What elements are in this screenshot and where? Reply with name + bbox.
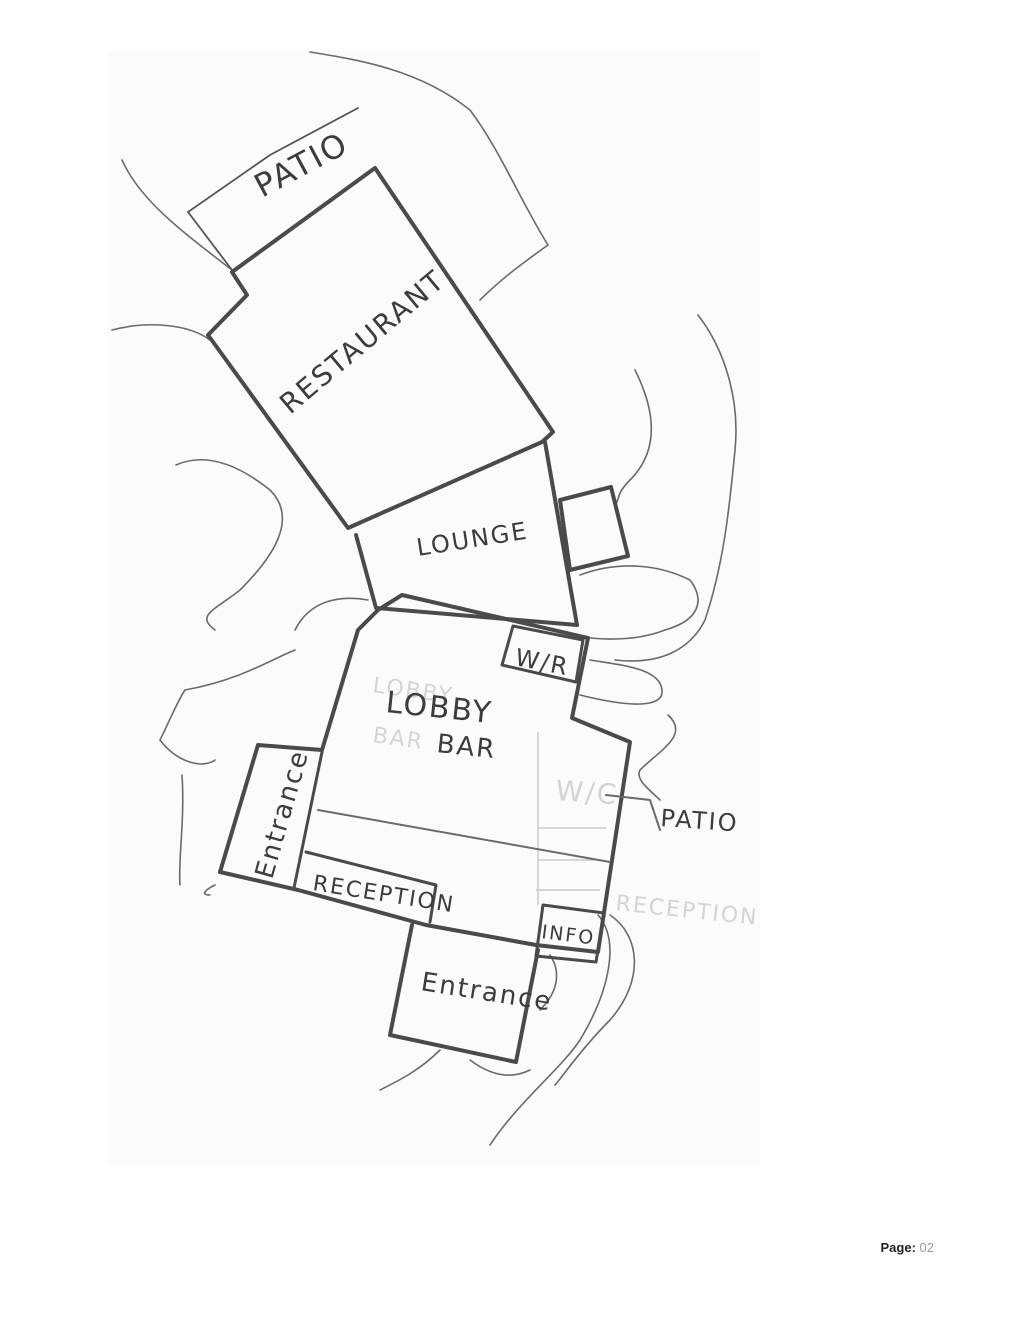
lobby-division-line: [317, 809, 611, 863]
page-number-value: 02: [919, 1240, 934, 1255]
terrain-contours: [111, 51, 737, 1146]
entrance-left-label: Entrance: [250, 746, 315, 882]
patio-top-outline: [187, 107, 359, 213]
reception-box: [304, 850, 438, 924]
lounge-annex: [558, 485, 630, 572]
ghost-bar-label: BAR: [371, 723, 425, 755]
lobby-bar-label-line2: BAR: [435, 729, 498, 765]
entrance-left-inner: [292, 750, 324, 890]
restaurant-label: RESTAURANT: [273, 263, 451, 420]
ghost-reception-label: RECEPTION: [614, 891, 759, 931]
page-number: Page: 02: [881, 1240, 935, 1255]
page-label: Page:: [880, 1240, 916, 1255]
lobby-walls: [218, 593, 632, 954]
wc-label: W/C: [555, 774, 620, 811]
wr-label: W/R: [513, 643, 572, 681]
erased-sketch-lines: [536, 732, 606, 905]
lobby-bar-label-line1: LOBBY: [384, 685, 494, 731]
lounge-walls: [354, 440, 579, 627]
patio-pointer: [605, 794, 661, 831]
wr-box: [500, 624, 585, 684]
patio-right-label: PATIO: [660, 804, 740, 837]
entrance-bottom-walls: [388, 923, 540, 1064]
lounge-label: LOUNGE: [415, 517, 531, 562]
info-box: [534, 903, 606, 964]
patio-top-side: [187, 211, 233, 271]
restaurant-walls: [206, 166, 555, 530]
reception-label: RECEPTION: [311, 871, 457, 918]
